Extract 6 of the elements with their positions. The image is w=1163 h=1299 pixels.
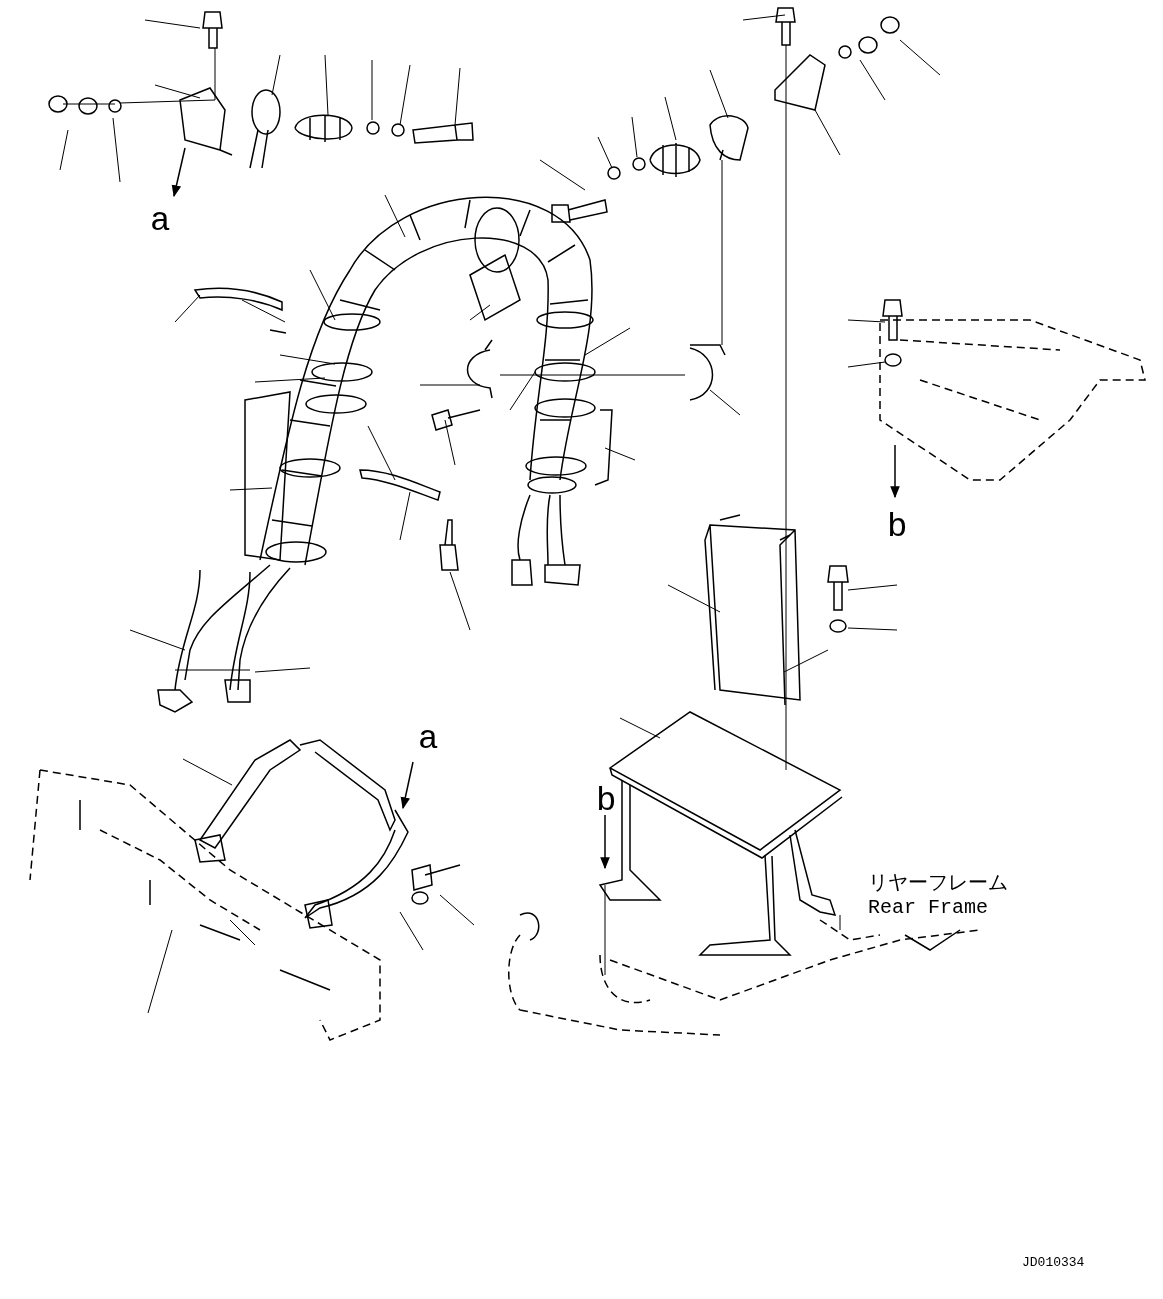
view-letter: a <box>418 722 439 756</box>
view-letter: b <box>887 510 908 544</box>
part-name: リヤーフレーム Rear Frame <box>868 872 1009 920</box>
view-letter: a <box>150 204 171 238</box>
view-letter: b <box>596 784 617 818</box>
drawing-number: JD010334 <box>1022 1256 1085 1269</box>
